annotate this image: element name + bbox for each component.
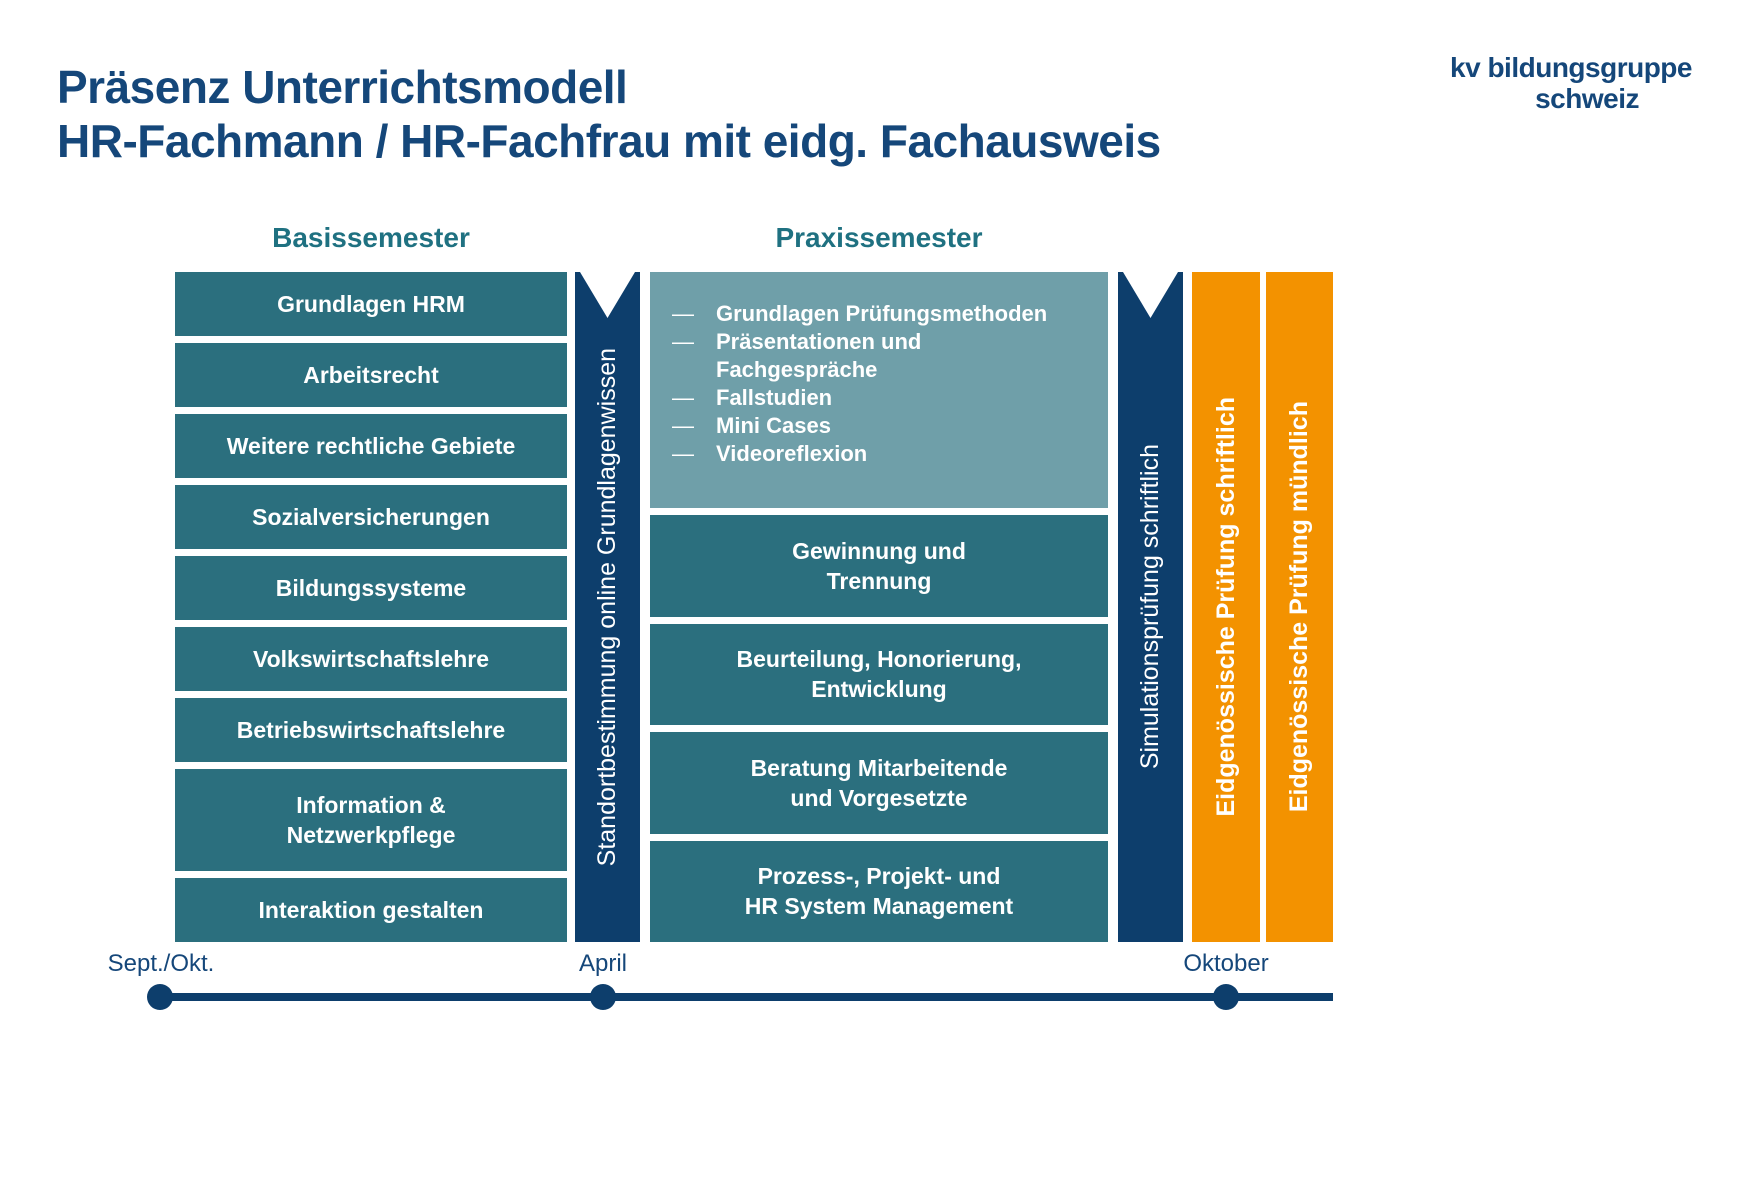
list-item: — Mini Cases (672, 412, 1098, 440)
list-item-label: Mini Cases (716, 413, 831, 438)
list-item: — Fallstudien (672, 384, 1098, 412)
pruefung-schriftlich-label: Eidgenössische Prüfung schriftlich (1211, 397, 1240, 817)
logo-line2: schweiz (1535, 83, 1639, 114)
chevron-down-notch (580, 272, 635, 318)
course-box-volkswirtschaftslehre: Volkswirtschaftslehre (175, 626, 567, 691)
course-box-bildungssysteme: Bildungssysteme (175, 555, 567, 620)
course-box-information-netzwerkpflege: Information & Netzwerkpflege (175, 768, 567, 871)
dash-bullet: — (672, 301, 694, 326)
simulationspruefung-bar: Simulationsprüfung schriftlich (1118, 272, 1183, 942)
pruefung-muendlich-label: Eidgenössische Prüfung mündlich (1285, 401, 1313, 813)
list-item-label: Präsentationen und Fachgespräche (716, 329, 922, 382)
chevron-down-notch (1123, 272, 1178, 318)
course-box-prozess-projekt-hr-system: Prozess-, Projekt- und HR System Managem… (650, 840, 1108, 942)
timeline-dot-april (590, 984, 616, 1010)
course-box-grundlagen-hrm: Grundlagen HRM (175, 272, 567, 336)
list-item: — Videoreflexion (672, 440, 1098, 468)
dash-bullet: — (672, 441, 694, 466)
logo-line1: kv bildungsgruppe (1450, 52, 1692, 83)
page-title-line1: Präsenz Unterrichtsmodell (57, 61, 628, 113)
timeline-label-april: April (578, 950, 628, 977)
simulationspruefung-label: Simulationsprüfung schriftlich (1136, 444, 1164, 770)
course-box-sozialversicherungen: Sozialversicherungen (175, 484, 567, 549)
dash-bullet: — (672, 413, 694, 438)
list-item-label: Fallstudien (716, 385, 833, 410)
page-title-line2: HR-Fachmann / HR-Fachfrau mit eidg. Fach… (57, 115, 1161, 167)
eidgenoessische-pruefung-schriftlich-bar: Eidgenössische Prüfung schriftlich (1192, 272, 1260, 942)
timeline-dot-sept-okt (147, 984, 173, 1010)
course-box-betriebswirtschaftslehre: Betriebswirtschaftslehre (175, 697, 567, 762)
course-box-gewinnung-trennung: Gewinnung und Trennung (650, 515, 1108, 617)
list-item: — Grundlagen Prüfungsmethoden (672, 300, 1098, 328)
praxis-column: — Grundlagen Prüfungsmethoden — Präsenta… (650, 272, 1108, 942)
pruefungsvorbereitung-box: — Grundlagen Prüfungsmethoden — Präsenta… (650, 272, 1108, 508)
dash-bullet: — (672, 329, 694, 354)
timeline-label-sept-okt: Sept./Okt. (107, 950, 215, 977)
timeline-line (160, 993, 1333, 1001)
list-item: — Präsentationen und Fachgespräche (672, 328, 1098, 384)
kv-bildungsgruppe-logo: kv bildungsgruppe schweiz (1450, 52, 1692, 114)
course-box-beratung-mitarbeitende-vorgesetzte: Beratung Mitarbeitende und Vorgesetzte (650, 732, 1108, 834)
timeline-label-oktober: Oktober (1183, 950, 1269, 977)
course-box-weitere-rechtliche-gebiete: Weitere rechtliche Gebiete (175, 413, 567, 478)
standortbestimmung-bar: Standortbestimmung online Grundlagenwiss… (575, 272, 640, 942)
list-item-label: Videoreflexion (716, 441, 868, 466)
dash-bullet: — (672, 385, 694, 410)
timeline-dot-oktober (1213, 984, 1239, 1010)
course-box-arbeitsrecht: Arbeitsrecht (175, 342, 567, 407)
basissemester-header: Basissemester (272, 222, 470, 253)
list-item-label: Grundlagen Prüfungsmethoden (716, 301, 1048, 326)
course-box-interaktion-gestalten: Interaktion gestalten (175, 878, 567, 942)
basis-column: Grundlagen HRM Arbeitsrecht Weitere rech… (175, 272, 567, 942)
standortbestimmung-label: Standortbestimmung online Grundlagenwiss… (593, 347, 621, 867)
course-box-beurteilung-honorierung-entwicklung: Beurteilung, Honorierung, Entwicklung (650, 623, 1108, 725)
eidgenoessische-pruefung-muendlich-bar: Eidgenössische Prüfung mündlich (1266, 272, 1333, 942)
page-title: Präsenz Unterrichtsmodell HR-Fachmann / … (57, 60, 1161, 168)
praxissemester-header: Praxissemester (775, 222, 983, 253)
